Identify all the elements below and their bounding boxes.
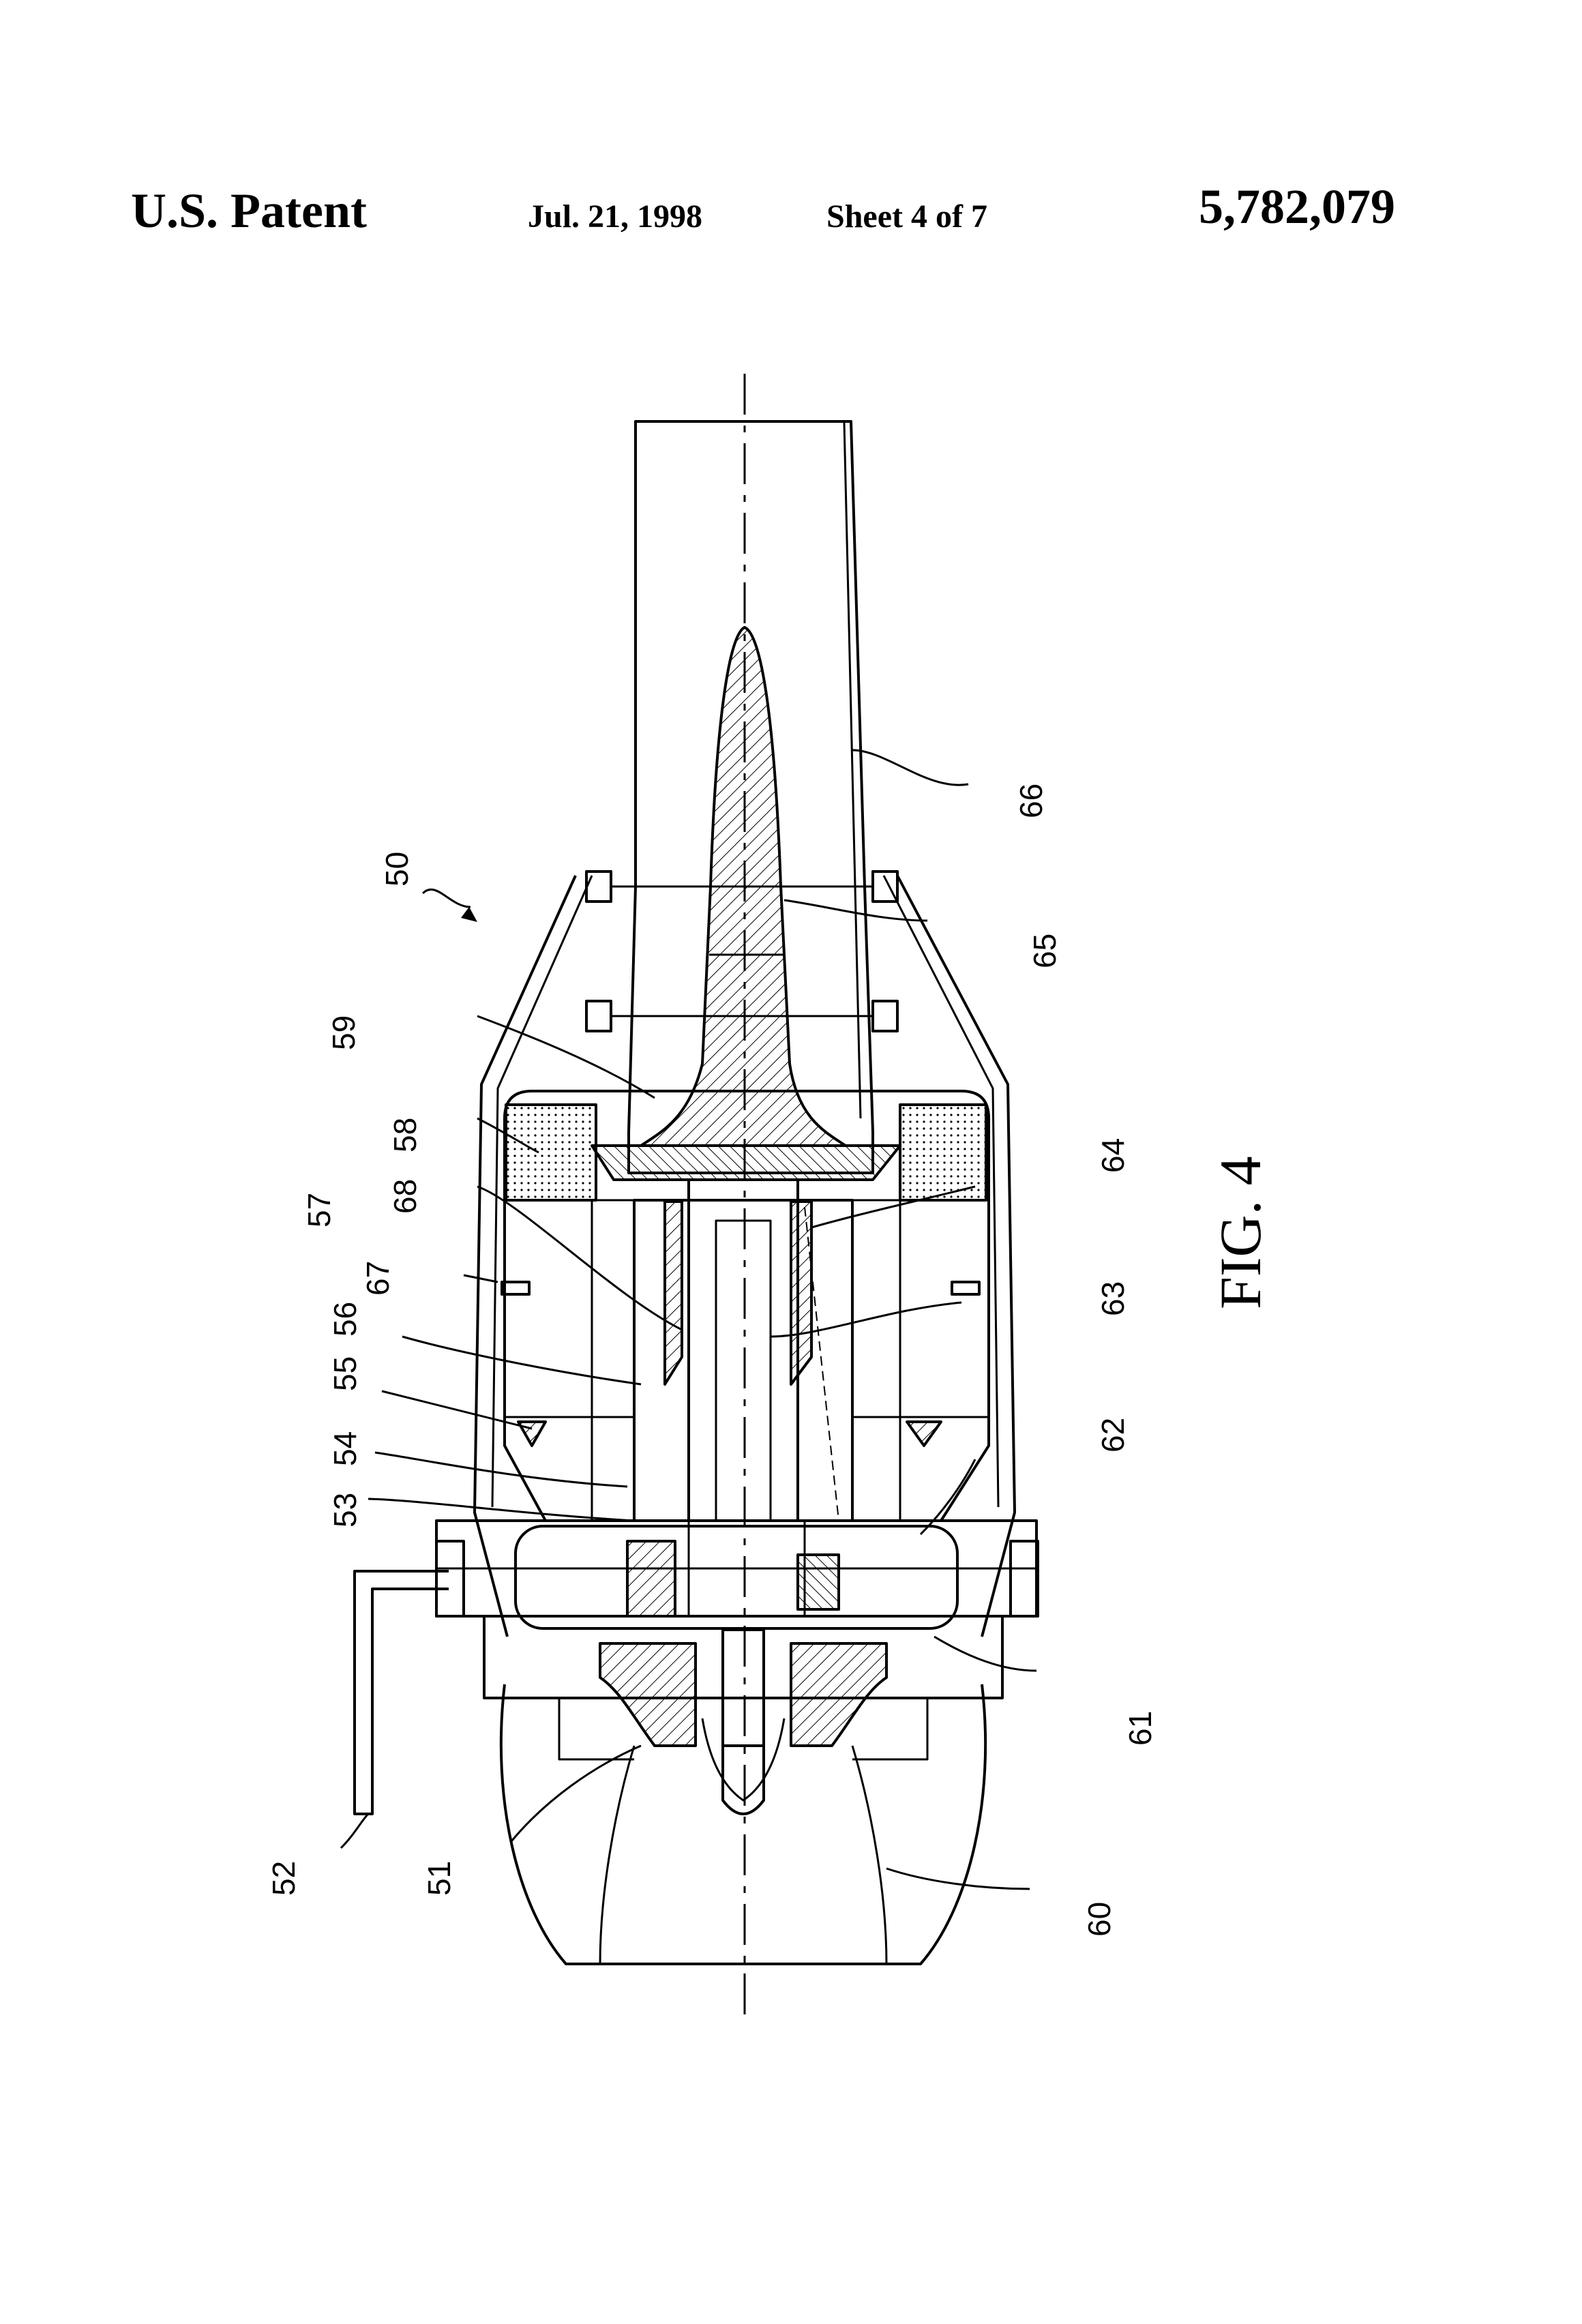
diffuser-59	[591, 1144, 901, 1181]
stator-right	[899, 1103, 987, 1202]
ref-63: 63	[1095, 1281, 1131, 1316]
ref-53: 53	[327, 1493, 363, 1528]
ref-57: 57	[301, 1193, 337, 1227]
reference-numerals: 50 51 52 53 54 55 56 57 58 59 60 61 62 6…	[266, 784, 1158, 1937]
header-patent-number: 5,782,079	[1199, 179, 1395, 234]
bracket-52	[353, 1570, 449, 1815]
stator-58	[505, 1103, 597, 1202]
header-date: Jul. 21, 1998	[528, 198, 703, 235]
ref-61: 61	[1122, 1711, 1158, 1746]
ref-66: 66	[1013, 784, 1049, 818]
ref-54: 54	[327, 1431, 363, 1466]
inlet-bell-60	[499, 1684, 987, 1965]
clamp-left-lower	[585, 1000, 612, 1032]
lower-case-61	[483, 1615, 1004, 1699]
main-housing	[503, 1090, 990, 1522]
tab-67-right	[951, 1281, 981, 1296]
gear-53	[626, 1540, 676, 1618]
ref-62: 62	[1095, 1418, 1131, 1452]
fastener-right	[1009, 1540, 1039, 1618]
impeller-51-right	[790, 1642, 888, 1747]
clamp-right-lower	[871, 1000, 899, 1032]
ref-59: 59	[326, 1015, 361, 1050]
ref-50: 50	[379, 852, 415, 887]
header-sheet: Sheet 4 of 7	[826, 198, 987, 235]
ref-52: 52	[266, 1861, 301, 1896]
ref-65: 65	[1027, 934, 1062, 968]
outer-cowl-right	[896, 875, 1016, 1637]
ref-68: 68	[387, 1179, 423, 1214]
outer-cowl-left	[473, 875, 577, 1637]
fastener-left	[435, 1540, 465, 1618]
ref-56: 56	[327, 1302, 363, 1337]
impeller-51-left	[599, 1642, 697, 1747]
ref-55: 55	[327, 1356, 363, 1391]
bearing-55-right	[906, 1420, 942, 1447]
ref-51: 51	[421, 1861, 457, 1896]
shaft-housing	[687, 1178, 799, 1522]
shaft-end	[721, 1628, 765, 1747]
ref-60: 60	[1081, 1902, 1117, 1937]
arrow-50	[461, 907, 477, 922]
ref-64: 64	[1095, 1138, 1131, 1173]
tab-67-left	[501, 1281, 531, 1296]
gear-chamber-62	[514, 1525, 959, 1630]
ref-58: 58	[387, 1118, 423, 1152]
clamp-left-upper	[585, 870, 612, 903]
ref-67: 67	[360, 1261, 395, 1296]
figure-caption: FIG. 4	[1208, 1156, 1273, 1309]
sleeve-64	[790, 1200, 813, 1386]
header-label: U.S. Patent	[131, 183, 367, 238]
nut	[721, 1746, 765, 1815]
sleeve-68	[663, 1200, 683, 1386]
shaft-63	[715, 1219, 772, 1522]
